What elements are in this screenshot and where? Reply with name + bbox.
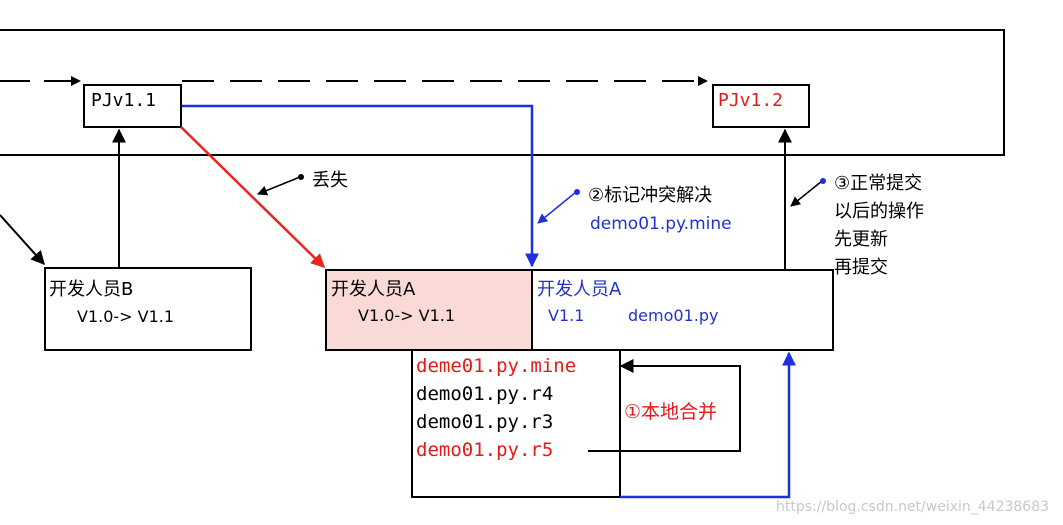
commit-callout-line [790,180,823,207]
normal-commit-line1: ③正常提交 [834,173,922,194]
dev-a-left-title: 开发人员A [331,279,416,300]
dev-b-frame [44,267,252,351]
mine-file-label: demo01.py.mine [590,214,732,234]
lost-callout-line [257,176,301,196]
normal-commit-line4: 再提交 [834,257,888,278]
version-box-pjv12-frame [712,84,810,128]
version-box-pjv12: PJv1.2 [712,84,810,128]
local-files-frame [411,349,621,498]
arrow-into-dev-b [0,214,45,266]
red-lost-arrow [180,126,326,268]
normal-commit-line3: 先更新 [834,229,888,250]
lost-callout-dot [298,174,304,180]
local-merge-label: ①本地合并 [624,401,717,423]
repository-frame [0,29,1005,156]
blue-resolve-arrow [620,351,796,499]
file-r4: demo01.py.r4 [416,383,553,405]
resolved-callout-dot [574,189,580,195]
dev-a-right-box: 开发人员A V1.1 demo01.py [531,269,834,351]
version-label-pjv12: PJv1.2 [718,90,783,111]
version-label-pjv11: PJv1.1 [91,90,156,111]
dev-b-box: 开发人员B V1.0-> V1.1 [44,267,252,351]
dev-a-left-frame [325,269,533,351]
dev-b-version: V1.0-> V1.1 [77,307,174,326]
commit-callout-dot [820,178,826,184]
dev-a-left-version: V1.0-> V1.1 [358,306,455,325]
dev-a-left-box: 开发人员A V1.0-> V1.1 [325,269,533,351]
lost-label: 丢失 [312,170,348,191]
file-mine: deme01.py.mine [416,355,576,377]
mark-resolved-label: ②标记冲突解决 [588,185,712,206]
local-merge-arrow [588,359,741,452]
file-r5: demo01.py.r5 [416,439,553,461]
local-files-box: deme01.py.mine demo01.py.r4 demo01.py.r3… [411,349,621,498]
version-box-pjv11: PJv1.1 [83,84,182,128]
blue-update-arrow [182,104,539,268]
dev-a-right-file: demo01.py [628,306,718,325]
dev-a-right-version: V1.1 [548,306,584,325]
version-box-pjv11-frame [83,84,182,128]
dev-a-right-frame [531,269,834,351]
dev-b-title: 开发人员B [49,279,133,300]
watermark: https://blog.csdn.net/weixin_44238683 [776,499,1049,515]
file-r3: demo01.py.r3 [416,411,553,433]
dev-a-right-title: 开发人员A [537,279,622,300]
normal-commit-line2: 以后的操作 [834,201,924,222]
resolved-callout-line [537,191,577,224]
